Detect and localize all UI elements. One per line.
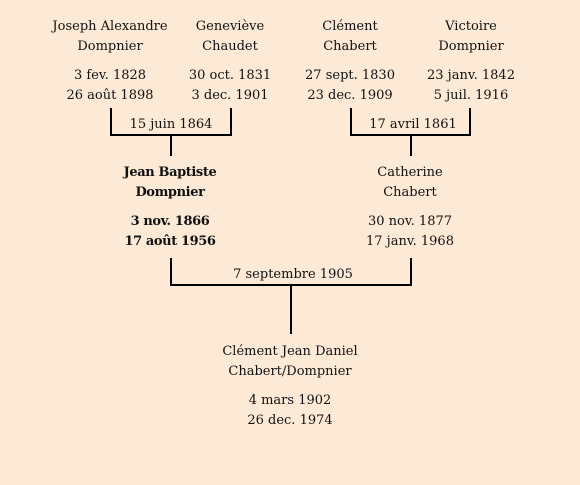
person-name-line-2: Dompnier (135, 185, 205, 200)
person-name-line-1: Joseph Alexandre (52, 19, 168, 34)
person-name-line-2: Chabert (383, 185, 437, 200)
person-name-line-1: Jean Baptiste (123, 165, 217, 180)
marriage-date-1864: 15 juin 1864 (126, 117, 216, 133)
birth-date: 4 mars 1902 (248, 393, 332, 408)
person-genevieve-chaudet: Geneviève Chaudet 30 oct. 1831 3 dec. 19… (170, 17, 290, 106)
person-clement-chabert: Clément Chabert 27 sept. 1830 23 dec. 19… (290, 17, 410, 106)
connector-line (170, 258, 172, 286)
person-name-line-2: Chabert (323, 39, 377, 54)
connector-line (170, 134, 172, 156)
death-date: 5 juil. 1916 (433, 88, 509, 103)
death-date: 26 dec. 1974 (247, 413, 333, 428)
connector-line (469, 108, 471, 136)
person-catherine-chabert: Catherine Chabert 30 nov. 1877 17 janv. … (340, 163, 480, 252)
person-name-line-1: Victoire (445, 19, 497, 34)
person-name-line-1: Clément Jean Daniel (222, 344, 358, 359)
marriage-date-1905: 7 septembre 1905 (230, 267, 356, 283)
connector-line (410, 258, 412, 286)
birth-date: 3 nov. 1866 (130, 214, 210, 229)
person-name-line-1: Catherine (377, 165, 443, 180)
person-jean-baptiste-dompnier: Jean Baptiste Dompnier 3 nov. 1866 17 ao… (100, 163, 240, 252)
birth-date: 27 sept. 1830 (305, 68, 395, 83)
death-date: 17 août 1956 (124, 234, 216, 249)
death-date: 3 dec. 1901 (191, 88, 269, 103)
connector-line (110, 108, 112, 136)
person-name-line-1: Geneviève (195, 19, 265, 34)
birth-date: 3 fev. 1828 (73, 68, 147, 83)
birth-date: 30 oct. 1831 (188, 68, 272, 83)
marriage-date-1861: 17 avril 1861 (365, 117, 461, 133)
death-date: 23 dec. 1909 (307, 88, 393, 103)
birth-date: 30 nov. 1877 (367, 214, 453, 229)
connector-line (230, 108, 232, 136)
person-name-line-2: Chabert/Dompnier (228, 364, 352, 379)
birth-date: 23 janv. 1842 (427, 68, 515, 83)
connector-line (350, 108, 352, 136)
connector-line (410, 134, 412, 156)
person-name-line-2: Dompnier (438, 39, 504, 54)
person-name-line-2: Chaudet (202, 39, 258, 54)
death-date: 26 août 1898 (66, 88, 154, 103)
person-name-line-1: Clément (322, 19, 378, 34)
death-date: 17 janv. 1968 (366, 234, 454, 249)
person-clement-jean-daniel-chabert-dompnier: Clément Jean Daniel Chabert/Dompnier 4 m… (200, 342, 380, 431)
person-joseph-alexandre-dompnier: Joseph Alexandre Dompnier 3 fev. 1828 26… (40, 17, 180, 106)
person-name-line-2: Dompnier (77, 39, 143, 54)
connector-line (290, 284, 292, 334)
person-victoire-dompnier: Victoire Dompnier 23 janv. 1842 5 juil. … (411, 17, 531, 106)
